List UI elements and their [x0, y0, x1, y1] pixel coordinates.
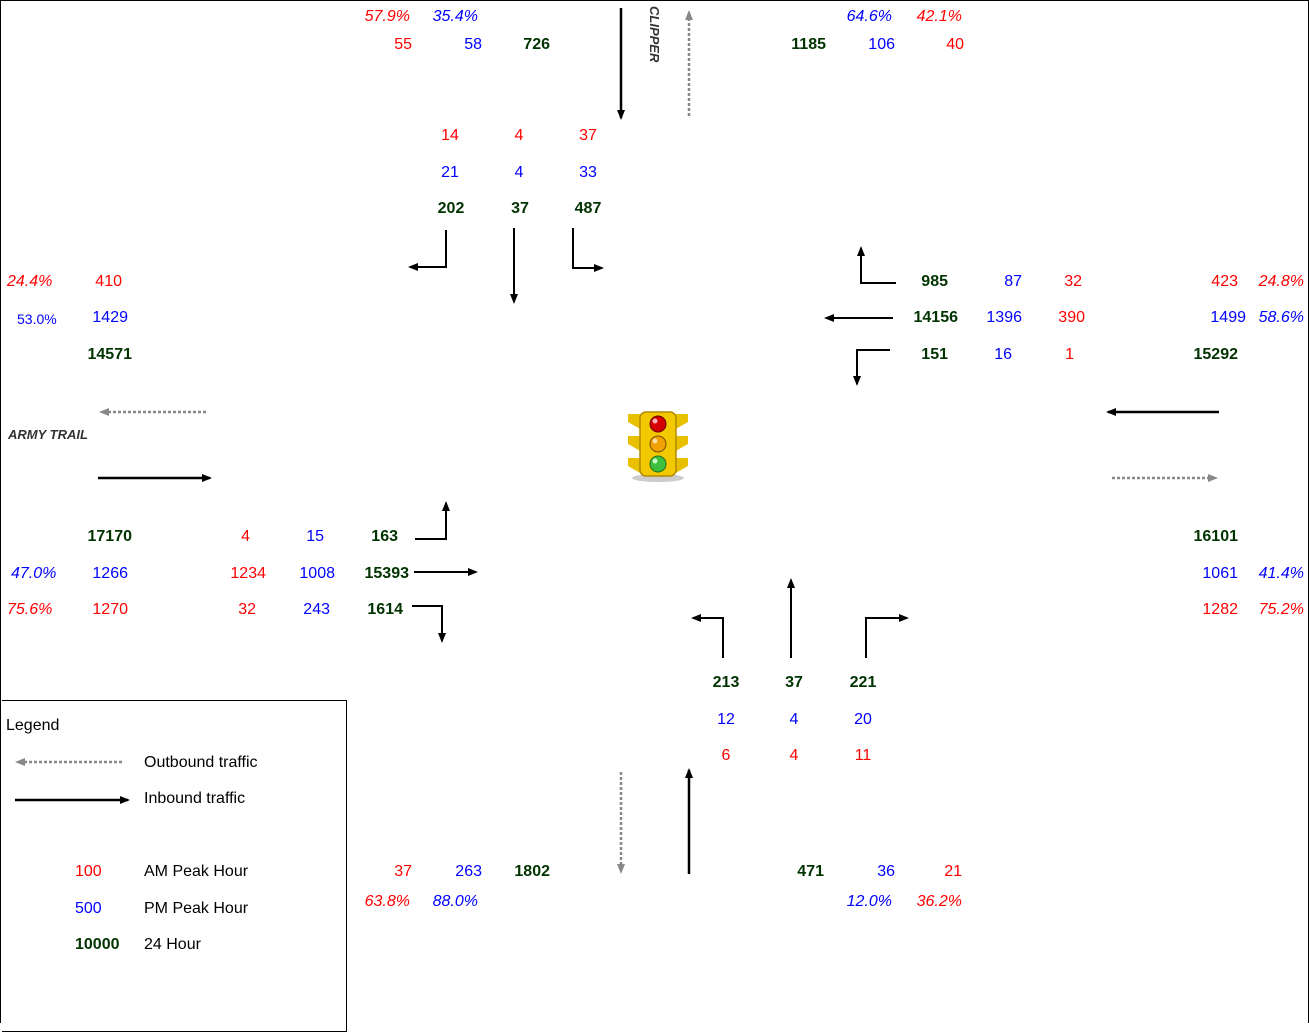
north-left-pm: 33 [579, 164, 597, 181]
north-outbound-am-pct: 57.9% [364, 8, 410, 25]
legend-pm-label: PM Peak Hour [144, 900, 249, 917]
legend-title: Legend [6, 717, 60, 734]
south-right-am: 11 [854, 747, 872, 764]
east-inbound-pm: 1061 [1202, 565, 1238, 582]
legend-pm-sample: 500 [75, 900, 102, 917]
south-left-24h: 213 [712, 674, 740, 691]
west-right-turn-arrow [412, 605, 446, 643]
east-right-turn-arrow [857, 246, 896, 284]
south-inbound-am: 21 [944, 863, 962, 880]
east-through-am: 390 [1058, 309, 1085, 326]
legend-inbound-label: Inbound traffic [144, 790, 246, 807]
legend-outbound-label: Outbound traffic [144, 754, 258, 771]
north-left-turn-arrow [572, 228, 604, 272]
east-outbound-am: 423 [1211, 273, 1238, 290]
legend-am-label: AM Peak Hour [144, 863, 249, 880]
west-outbound-am-pct: 24.4% [7, 273, 53, 290]
east-left-am: 1 [1065, 346, 1074, 363]
north-inbound-pm-pct: 64.6% [846, 8, 892, 25]
east-right-24h: 985 [921, 273, 948, 290]
north-inbound-am: 40 [946, 36, 964, 53]
legend-am-sample: 100 [75, 863, 102, 880]
west-inbound-pm: 1266 [92, 565, 128, 582]
east-inbound-am-pct: 75.2% [1258, 601, 1304, 618]
south-through-24h: 37 [785, 674, 803, 691]
east-right-am: 32 [1064, 273, 1082, 290]
north-outbound-pm: 58 [464, 36, 482, 53]
west-outbound-pm-pct: 53.0% [17, 311, 57, 327]
east-right-pm: 87 [1004, 273, 1022, 290]
north-left-am: 37 [579, 127, 597, 144]
traffic-light-icon [628, 411, 688, 482]
north-right-turn-arrow [408, 230, 447, 271]
road-name-army-trail: ARMY TRAIL [8, 427, 88, 442]
south-outbound-pm: 263 [455, 863, 482, 880]
west-inbound-24h: 17170 [87, 528, 133, 545]
north-left-24h: 487 [574, 200, 602, 217]
north-outbound-pm-pct: 35.4% [432, 8, 478, 25]
west-through-24h: 15393 [364, 565, 410, 582]
legend-24h-sample: 10000 [75, 936, 120, 953]
south-outbound-am: 37 [394, 863, 412, 880]
south-right-turn-arrow [865, 614, 909, 658]
south-inbound-am-pct: 36.2% [916, 893, 962, 910]
east-outbound-pm: 1499 [1210, 309, 1246, 326]
west-through-pm: 1008 [299, 565, 335, 582]
south-through-pm: 4 [789, 711, 799, 728]
west-left-pm: 15 [306, 528, 324, 545]
west-right-24h: 1614 [367, 601, 403, 618]
west-outbound-am: 410 [95, 273, 122, 290]
east-left-pm: 16 [994, 346, 1012, 363]
east-inbound-pm-pct: 41.4% [1258, 565, 1304, 582]
east-left-turn-arrow [853, 349, 890, 386]
south-left-am: 6 [721, 747, 731, 764]
north-through-am: 4 [514, 127, 524, 144]
south-inbound-24h: 471 [797, 863, 824, 880]
west-inbound-am: 1270 [92, 601, 128, 618]
south-outbound-pm-pct: 88.0% [432, 893, 478, 910]
north-inbound-pm: 106 [868, 36, 895, 53]
south-right-pm: 20 [854, 711, 872, 728]
west-outbound-pm: 1429 [92, 309, 128, 326]
east-outbound-am-pct: 24.8% [1258, 273, 1304, 290]
south-left-pm: 12 [717, 711, 735, 728]
west-inbound-pm-pct: 47.0% [11, 565, 57, 582]
north-inbound-24h: 1185 [791, 36, 826, 53]
south-outbound-24h: 1802 [514, 863, 550, 880]
east-inbound-am: 1282 [1202, 601, 1238, 618]
south-outbound-am-pct: 63.8% [364, 893, 410, 910]
west-left-turn-arrow [415, 501, 450, 540]
east-through-24h: 14156 [913, 309, 959, 326]
west-right-pm: 243 [303, 601, 330, 618]
south-inbound-pm: 36 [877, 863, 895, 880]
west-left-am: 4 [241, 528, 250, 545]
west-left-24h: 163 [371, 528, 398, 545]
east-inbound-24h: 16101 [1193, 528, 1239, 545]
north-outbound-24h: 726 [523, 36, 550, 53]
south-through-am: 4 [789, 747, 799, 764]
west-inbound-am-pct: 75.6% [7, 601, 53, 618]
north-through-pm: 4 [514, 164, 524, 181]
north-inbound-am-pct: 42.1% [916, 8, 962, 25]
north-right-am: 14 [441, 127, 459, 144]
road-name-clipper: CLIPPER [647, 6, 662, 63]
south-left-turn-arrow [691, 614, 724, 658]
east-through-pm: 1396 [986, 309, 1022, 326]
legend-24h-label: 24 Hour [144, 936, 201, 953]
north-outbound-am: 55 [394, 36, 412, 53]
east-left-24h: 151 [921, 346, 948, 363]
north-through-24h: 37 [511, 200, 529, 217]
south-inbound-pm-pct: 12.0% [846, 893, 892, 910]
west-right-am: 32 [238, 601, 256, 618]
east-outbound-24h: 15292 [1193, 346, 1239, 363]
west-outbound-24h: 14571 [87, 346, 133, 363]
north-right-24h: 202 [437, 200, 465, 217]
east-outbound-pm-pct: 58.6% [1258, 309, 1304, 326]
north-right-pm: 21 [441, 164, 459, 181]
west-through-am: 1234 [230, 565, 266, 582]
south-right-24h: 221 [849, 674, 877, 691]
